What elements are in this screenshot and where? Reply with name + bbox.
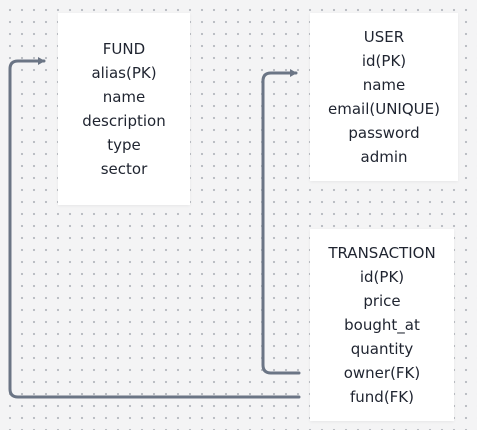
field-password: password bbox=[348, 124, 420, 142]
field-email-unique: email(UNIQUE) bbox=[328, 100, 440, 118]
field-alias-pk: alias(PK) bbox=[91, 64, 157, 82]
field-name: name bbox=[362, 76, 406, 94]
entity-title: FUND bbox=[102, 40, 146, 58]
field-bought-at: bought_at bbox=[344, 316, 420, 334]
entity-transaction[interactable]: TRANSACTION id(PK) price bought_at quant… bbox=[310, 229, 454, 421]
field-quantity: quantity bbox=[350, 340, 414, 358]
field-sector: sector bbox=[100, 160, 148, 178]
field-fund-fk: fund(FK) bbox=[350, 388, 414, 406]
field-description: description bbox=[82, 112, 166, 130]
field-type: type bbox=[107, 136, 141, 154]
field-price: price bbox=[363, 292, 401, 310]
entity-fund[interactable]: FUND alias(PK) name description type sec… bbox=[58, 13, 190, 205]
entity-title: USER bbox=[363, 28, 405, 46]
entity-user[interactable]: USER id(PK) name email(UNIQUE) password … bbox=[310, 13, 458, 181]
field-owner-fk: owner(FK) bbox=[343, 364, 421, 382]
field-id-pk: id(PK) bbox=[361, 52, 407, 70]
field-admin: admin bbox=[360, 148, 408, 166]
connector-owner-to-user[interactable] bbox=[261, 69, 301, 375]
field-id-pk: id(PK) bbox=[359, 268, 405, 286]
field-name: name bbox=[102, 88, 146, 106]
entity-title: TRANSACTION bbox=[328, 244, 436, 262]
